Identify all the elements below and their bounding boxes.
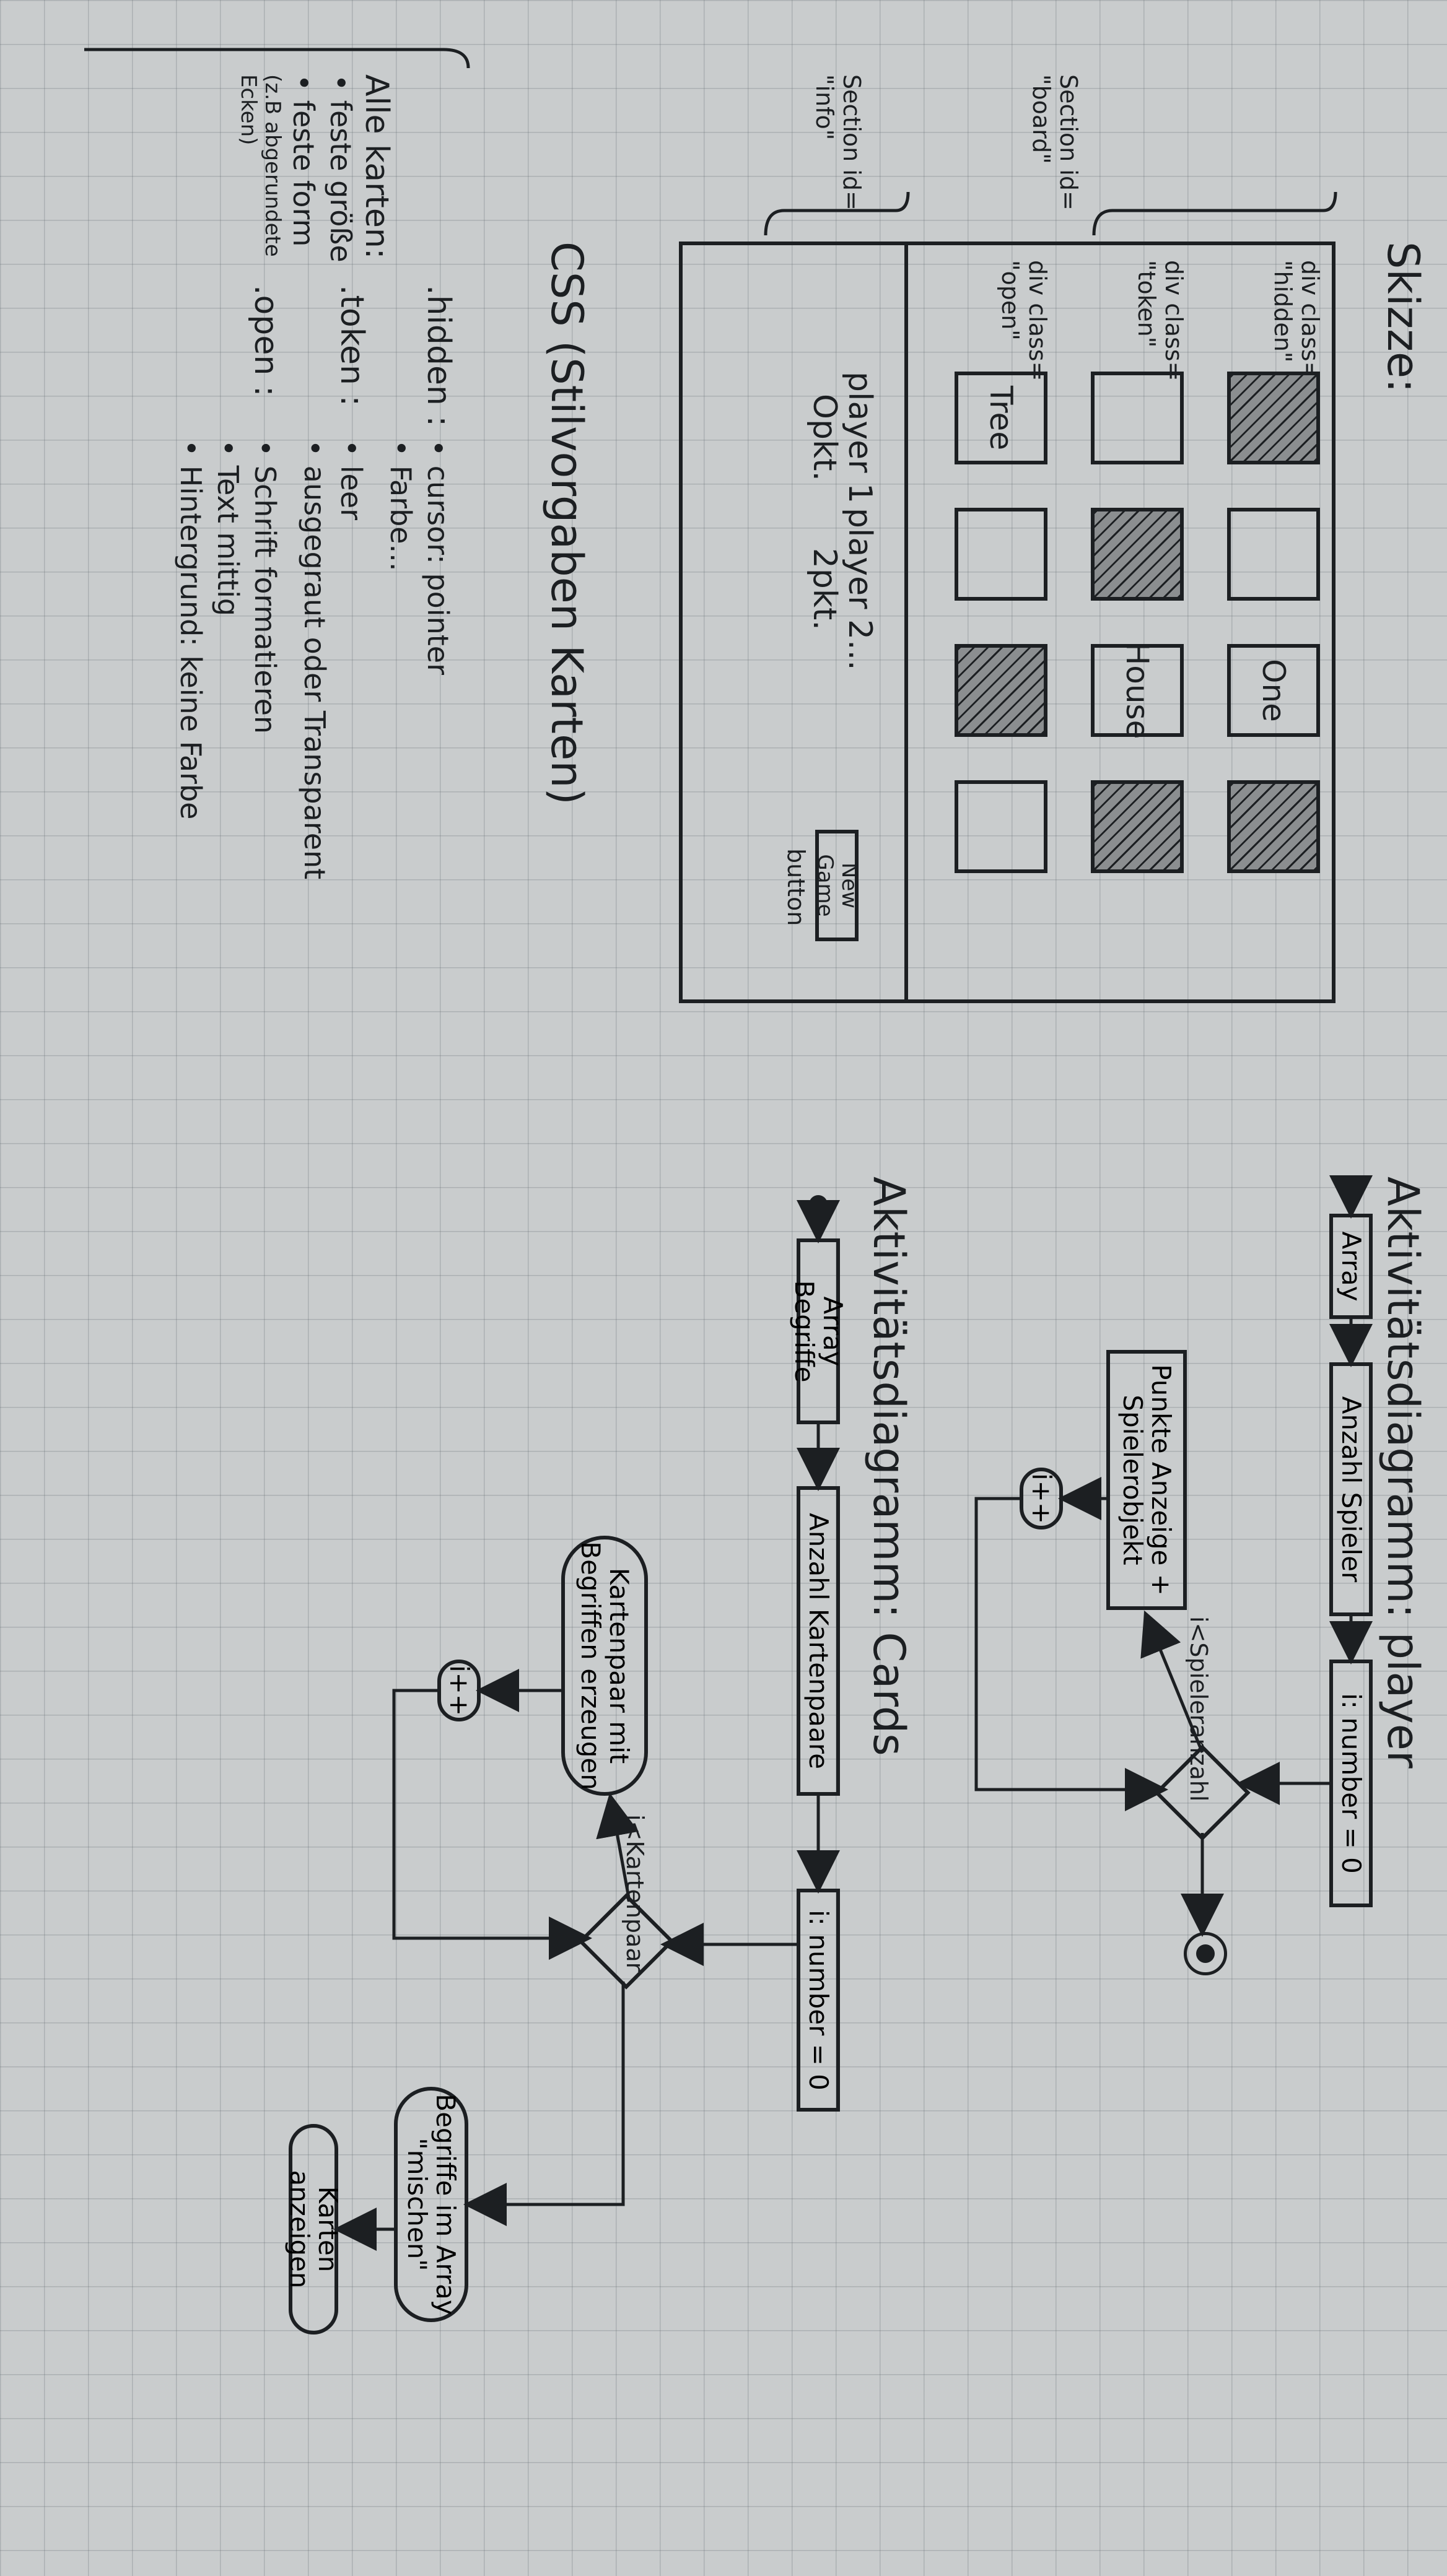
brace-board <box>1092 191 1337 236</box>
brace-all-cards <box>84 48 470 69</box>
brace-info <box>764 191 910 236</box>
